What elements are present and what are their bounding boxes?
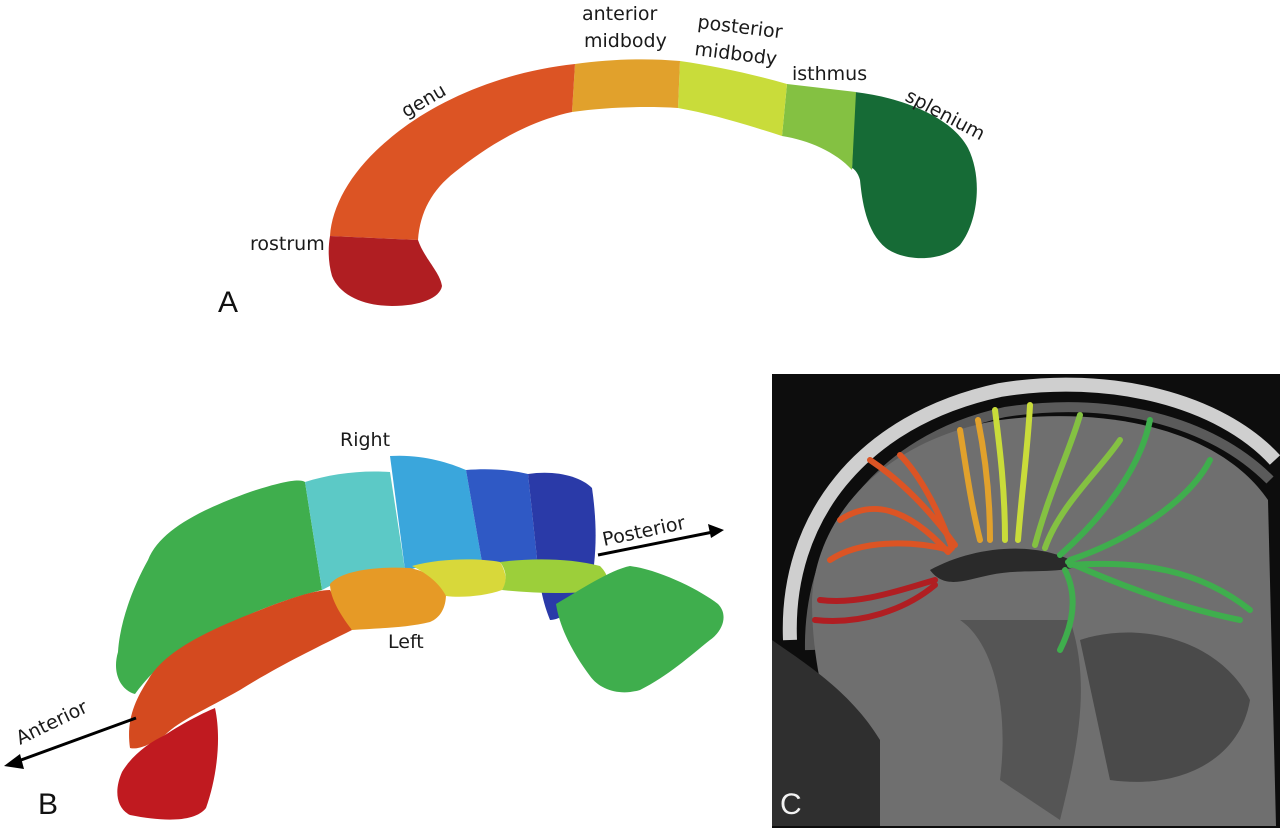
segment-3d-right-cyan <box>305 471 405 590</box>
tract-isthmus <box>1032 412 1083 548</box>
arrow-anterior <box>9 716 137 766</box>
tract-splenium-5 <box>1065 559 1243 623</box>
mri-brainstem <box>960 620 1081 820</box>
tract-genu-4 <box>897 452 955 551</box>
segment-genu <box>330 64 575 240</box>
tract-post-mid-2 <box>1015 402 1033 543</box>
mri-cerebellum <box>1080 632 1250 782</box>
segment-3d-right-green <box>115 480 322 694</box>
arrow-posterior-head <box>708 524 724 538</box>
panel-b: Right Left Posterior Anterior B <box>4 429 724 821</box>
panel-c: C <box>772 374 1280 828</box>
segment-isthmus <box>782 84 856 170</box>
segment-3d-left-dark-red <box>117 708 219 820</box>
tract-splenium <box>1057 417 1153 558</box>
label-rostrum: rostrum <box>250 233 325 255</box>
label-anterior-midbody-line1: anterior <box>582 3 658 25</box>
arrow-posterior <box>597 529 719 557</box>
panel-letter-c: C <box>780 788 802 821</box>
tract-rostrum <box>817 577 938 604</box>
tract-ant-mid-2 <box>975 417 993 543</box>
segment-posterior-midbody <box>678 61 787 136</box>
panel-letter-b: B <box>38 788 58 821</box>
label-posterior-midbody-line1: posterior <box>696 11 783 43</box>
tract-fibers <box>812 402 1253 653</box>
segment-anterior-midbody <box>572 59 680 112</box>
segment-3d-left-orange <box>330 567 446 630</box>
tract-post-mid <box>992 407 1008 543</box>
arrow-anterior-head <box>4 754 24 769</box>
tract-splenium-4 <box>1057 567 1076 653</box>
segment-3d-left-lime <box>500 559 608 593</box>
label-anterior: Anterior <box>13 696 92 749</box>
tract-splenium-2 <box>1067 457 1213 563</box>
segment-3d-right-sky <box>390 455 482 570</box>
tract-isthmus-2 <box>1042 437 1123 551</box>
mri-skull <box>782 377 1280 641</box>
tract-splenium-3 <box>1067 560 1253 613</box>
tract-ant-mid <box>957 427 983 543</box>
segment-3d-left-orange-red <box>129 590 352 749</box>
tract-rostrum-2 <box>812 582 938 624</box>
label-isthmus: isthmus <box>792 63 867 85</box>
label-right: Right <box>340 429 390 451</box>
label-anterior-midbody-line2: midbody <box>584 30 667 52</box>
tract-genu-3 <box>837 505 951 555</box>
segment-3d-left-yellow <box>412 559 506 597</box>
mri-corpus-callosum <box>930 548 1080 582</box>
mri-face-region <box>772 640 880 826</box>
segment-3d-right-blue <box>466 469 538 568</box>
segment-rostrum <box>328 236 442 306</box>
tract-genu <box>827 540 953 563</box>
segment-3d-splenium <box>556 566 724 693</box>
panel-a: genu anterior midbody posterior midbody … <box>218 3 989 319</box>
label-left: Left <box>388 631 424 653</box>
panel-letter-a: A <box>218 286 238 319</box>
segment-splenium <box>852 92 977 259</box>
